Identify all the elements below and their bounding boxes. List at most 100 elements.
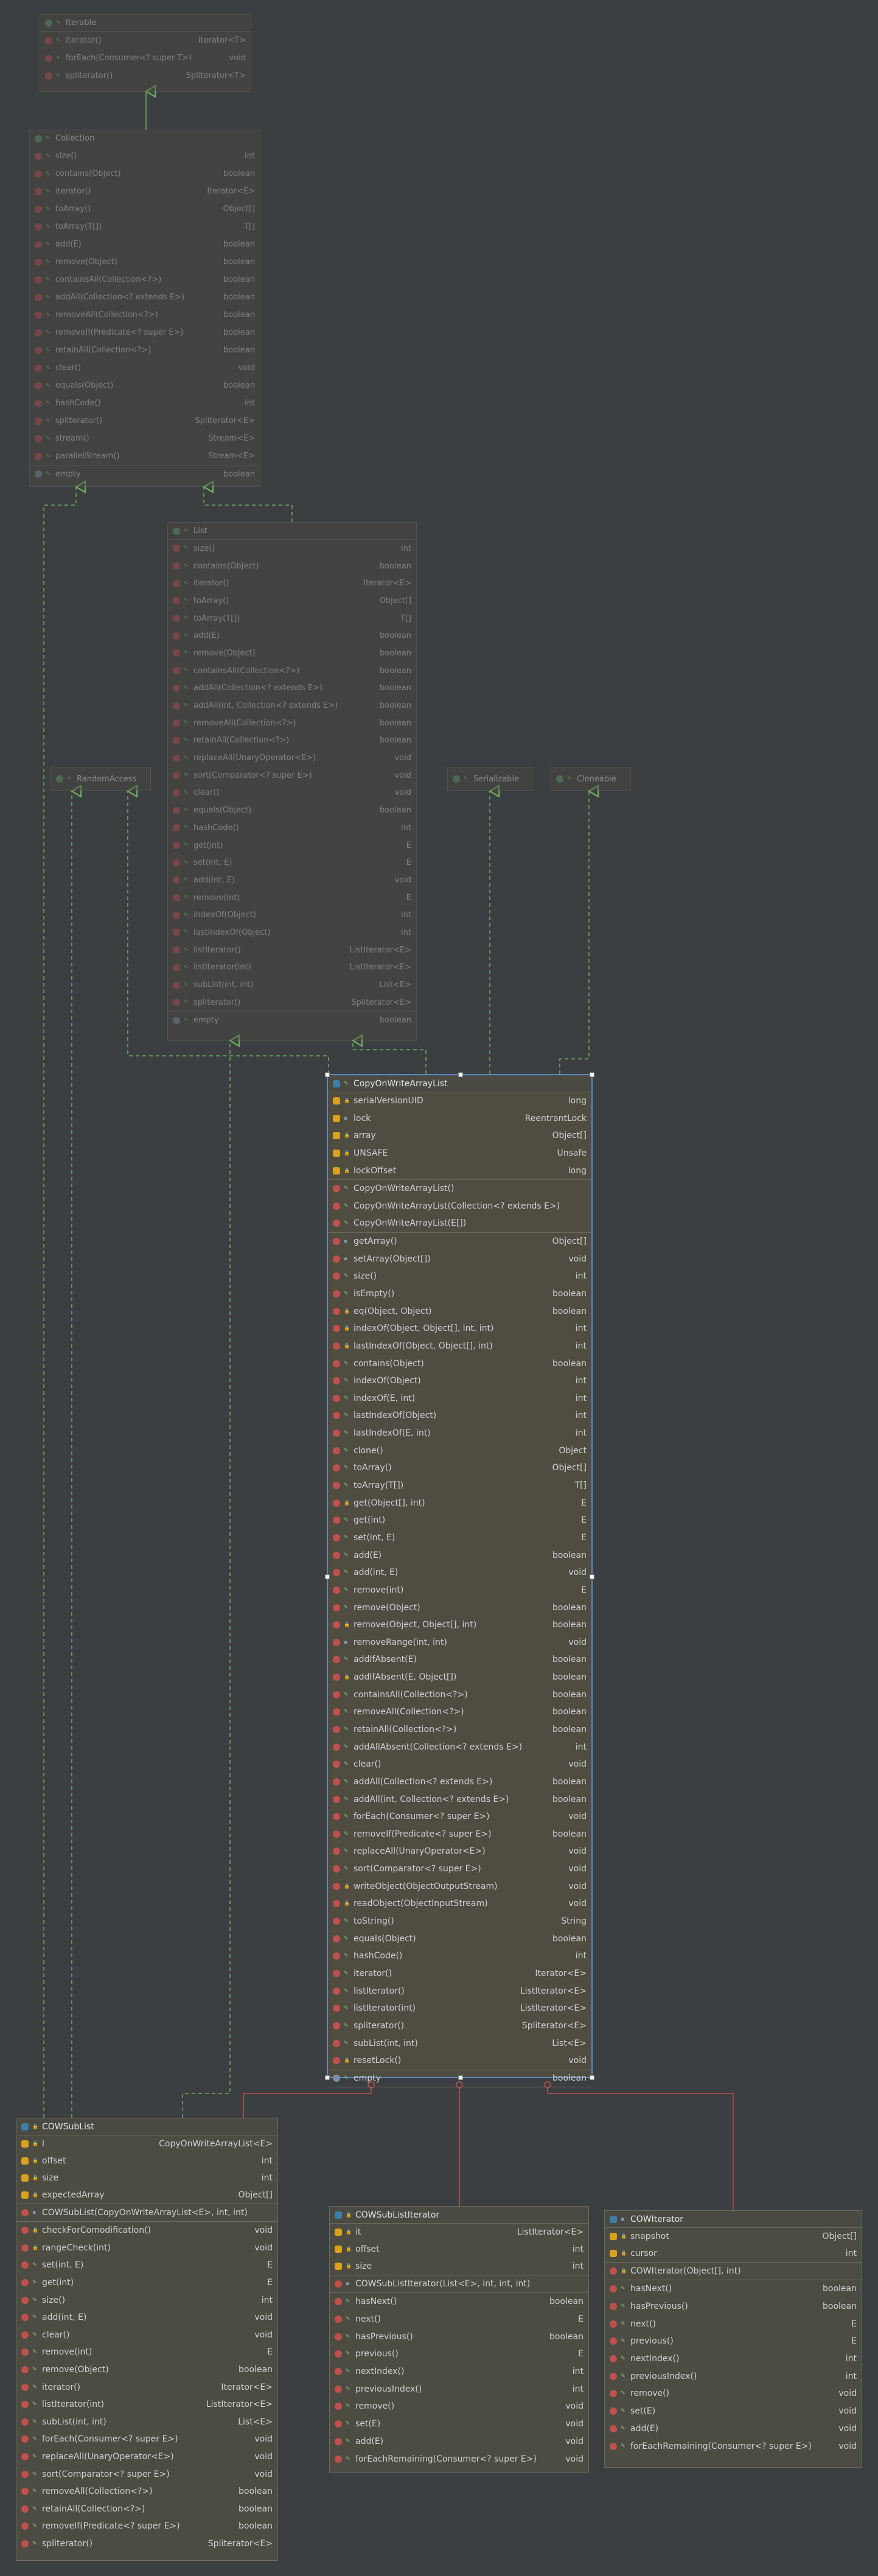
method-row[interactable]: remove(Object)boolean: [168, 644, 416, 662]
method-row[interactable]: spliterator()Spliterator<E>: [16, 2535, 277, 2553]
method-row[interactable]: iterator()Iterator<E>: [328, 1965, 591, 1983]
collection-interface-box[interactable]: Collection size()intcontains(Object)bool…: [29, 130, 260, 487]
selection-handle[interactable]: [325, 1574, 330, 1579]
method-row[interactable]: toArray(T[])T[]: [328, 1477, 591, 1495]
method-row[interactable]: contains(Object)boolean: [168, 557, 416, 575]
method-row[interactable]: listIterator(int)ListIterator<E>: [16, 2396, 277, 2414]
constructor-row[interactable]: CopyOnWriteArrayList(): [328, 1180, 591, 1198]
method-row[interactable]: previousIndex()int: [330, 2380, 588, 2398]
constructor-row[interactable]: CopyOnWriteArrayList(E[]): [328, 1215, 591, 1232]
constructor-row[interactable]: COWIterator(Object[], int): [605, 2263, 862, 2280]
method-row[interactable]: clear()void: [16, 2326, 277, 2344]
method-row[interactable]: equals(Object)boolean: [168, 801, 416, 819]
method-row[interactable]: spliterator()Spliterator<T>: [40, 67, 251, 85]
method-row[interactable]: addAll(int, Collection<? extends E>)bool…: [168, 697, 416, 714]
method-row[interactable]: iterator()Iterator<T>: [40, 32, 251, 49]
method-row[interactable]: subList(int, int)List<E>: [16, 2414, 277, 2431]
method-row[interactable]: forEach(Consumer<? super E>)void: [328, 1808, 591, 1826]
method-row[interactable]: writeObject(ObjectOutputStream)void: [328, 1877, 591, 1895]
method-row[interactable]: replaceAll(UnaryOperator<E>)void: [168, 749, 416, 767]
method-row[interactable]: set(int, E)E: [168, 854, 416, 871]
method-row[interactable]: size()int: [30, 147, 260, 165]
method-row[interactable]: add(int, E)void: [16, 2309, 277, 2326]
method-row[interactable]: clear()void: [168, 784, 416, 802]
method-row[interactable]: lastIndexOf(E, int)int: [328, 1425, 591, 1442]
method-row[interactable]: replaceAll(UnaryOperator<E>)void: [328, 1843, 591, 1860]
method-row[interactable]: set(int, E)E: [328, 1529, 591, 1547]
method-row[interactable]: contains(Object)boolean: [30, 165, 260, 183]
method-row[interactable]: remove()void: [330, 2398, 588, 2415]
method-row[interactable]: remove(Object)boolean: [328, 1599, 591, 1616]
method-row[interactable]: forEach(Consumer<? super E>)void: [16, 2431, 277, 2448]
method-row[interactable]: indexOf(Object)int: [168, 906, 416, 924]
method-row[interactable]: indexOf(E, int)int: [328, 1390, 591, 1408]
method-row[interactable]: get(int)E: [16, 2274, 277, 2292]
selection-handle[interactable]: [590, 1072, 594, 1077]
method-row[interactable]: retainAll(Collection<?>)boolean: [168, 732, 416, 750]
method-row[interactable]: forEachRemaining(Consumer<? super E>)voi…: [605, 2437, 862, 2455]
method-row[interactable]: subList(int, int)List<E>: [328, 2034, 591, 2052]
method-row[interactable]: remove(Object, Object[], int)boolean: [328, 1616, 591, 1634]
method-row[interactable]: add(int, E)void: [168, 871, 416, 889]
constructor-row[interactable]: COWSubList(CopyOnWriteArrayList<E>, int,…: [16, 2204, 277, 2221]
method-row[interactable]: addAll(Collection<? extends E>)boolean: [168, 680, 416, 697]
method-row[interactable]: isEmpty()boolean: [328, 1285, 591, 1303]
method-row[interactable]: listIterator(int)ListIterator<E>: [328, 2000, 591, 2017]
method-row[interactable]: next()E: [605, 2315, 862, 2333]
method-row[interactable]: hashCode()int: [168, 819, 416, 837]
method-row[interactable]: iterator()Iterator<E>: [16, 2378, 277, 2396]
method-row[interactable]: containsAll(Collection<?>)boolean: [30, 271, 260, 288]
method-row[interactable]: remove(Object)boolean: [30, 253, 260, 271]
method-row[interactable]: sort(Comparator<? super E>)void: [328, 1860, 591, 1878]
method-row[interactable]: add(E)void: [605, 2420, 862, 2438]
method-row[interactable]: hasPrevious()boolean: [330, 2328, 588, 2345]
method-row[interactable]: contains(Object)boolean: [328, 1355, 591, 1372]
method-row[interactable]: getArray()Object[]: [328, 1233, 591, 1251]
selection-handle[interactable]: [325, 1072, 330, 1077]
method-row[interactable]: setArray(Object[])void: [328, 1250, 591, 1268]
constructor-row[interactable]: CopyOnWriteArrayList(Collection<? extend…: [328, 1198, 591, 1215]
method-row[interactable]: remove(int)E: [328, 1582, 591, 1599]
serializable-interface-box[interactable]: Serializable: [447, 767, 532, 791]
method-row[interactable]: retainAll(Collection<?>)boolean: [16, 2501, 277, 2518]
method-row[interactable]: forEach(Consumer<? super T>)void: [40, 49, 251, 67]
method-row[interactable]: listIterator()ListIterator<E>: [168, 941, 416, 959]
randomaccess-interface-box[interactable]: RandomAccess: [51, 767, 151, 791]
method-row[interactable]: size()int: [168, 540, 416, 557]
method-row[interactable]: toArray()Object[]: [30, 200, 260, 218]
method-row[interactable]: listIterator()ListIterator<E>: [328, 1982, 591, 2000]
method-row[interactable]: lastIndexOf(Object)int: [328, 1407, 591, 1425]
method-row[interactable]: eq(Object, Object)boolean: [328, 1302, 591, 1320]
method-row[interactable]: size()int: [16, 2291, 277, 2309]
method-row[interactable]: equals(Object)boolean: [30, 377, 260, 394]
selection-handle[interactable]: [590, 1574, 594, 1579]
method-row[interactable]: toString()String: [328, 1913, 591, 1930]
method-row[interactable]: lastIndexOf(Object, Object[], int)int: [328, 1338, 591, 1355]
method-row[interactable]: set(int, E)E: [16, 2257, 277, 2274]
method-row[interactable]: spliterator()Spliterator<E>: [168, 994, 416, 1011]
method-row[interactable]: removeAll(Collection<?>)boolean: [30, 306, 260, 324]
method-row[interactable]: add(E)boolean: [328, 1546, 591, 1564]
method-row[interactable]: toArray(T[])T[]: [30, 218, 260, 236]
method-row[interactable]: nextIndex()int: [605, 2350, 862, 2368]
method-row[interactable]: toArray()Object[]: [168, 592, 416, 610]
method-row[interactable]: spliterator()Spliterator<E>: [328, 2017, 591, 2035]
method-row[interactable]: remove(Object)boolean: [16, 2361, 277, 2379]
method-row[interactable]: readObject(ObjectInputStream)void: [328, 1895, 591, 1913]
selection-handle[interactable]: [325, 2075, 330, 2080]
method-row[interactable]: get(int)E: [328, 1512, 591, 1529]
method-row[interactable]: indexOf(Object, Object[], int, int)int: [328, 1320, 591, 1338]
method-row[interactable]: addAllAbsent(Collection<? extends E>)int: [328, 1738, 591, 1756]
method-row[interactable]: remove()void: [605, 2385, 862, 2403]
